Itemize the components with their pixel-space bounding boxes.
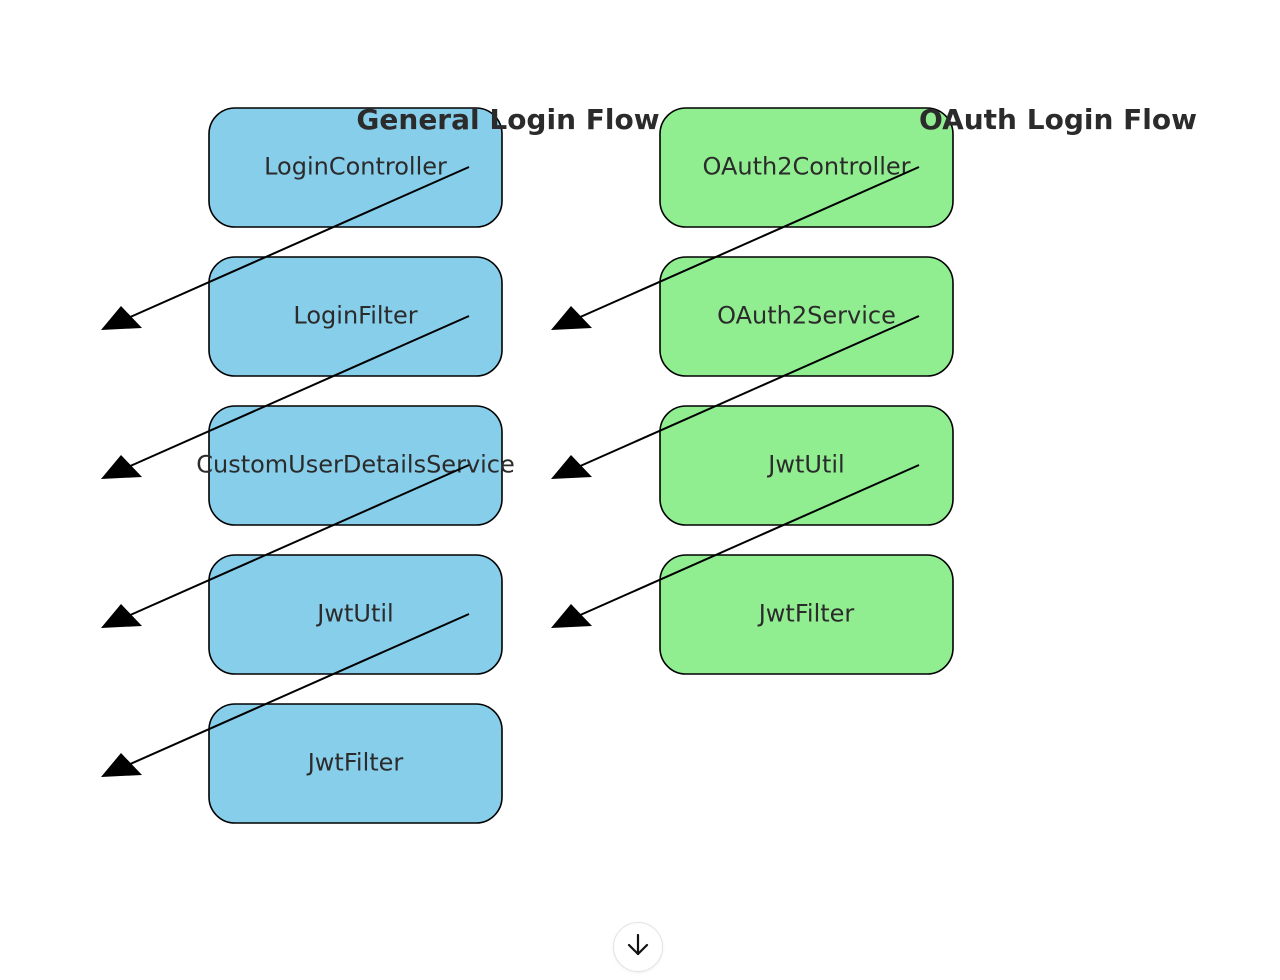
general-node-label: LoginController: [264, 153, 447, 181]
oauth-node-box: [659, 405, 954, 526]
general-node-label: CustomUserDetailsService: [196, 451, 515, 479]
oauth-arrows: [551, 166, 920, 628]
general-node-label: LoginFilter: [293, 302, 417, 330]
general-node-box: [208, 107, 503, 228]
flow-arrow: [101, 315, 470, 479]
oauth-node-label: JwtUtil: [766, 451, 844, 479]
general-flow-group: LoginController LoginFilter CustomUserDe…: [196, 107, 515, 824]
flow-arrow: [101, 613, 470, 777]
flow-arrow: [101, 166, 470, 330]
general-arrows: [101, 166, 470, 777]
oauth-flow-title: OAuth Login Flow: [919, 103, 1197, 136]
general-node-box: [208, 703, 503, 824]
scroll-down-button[interactable]: [613, 922, 663, 972]
oauth-node-box: [659, 107, 954, 228]
general-flow-title: General Login Flow: [356, 103, 659, 136]
oauth-node-box: [659, 554, 954, 675]
oauth-flow-group: OAuth2Controller OAuth2Service JwtUtil J…: [659, 107, 954, 675]
flow-arrow: [551, 166, 920, 330]
flow-arrow: [551, 315, 920, 479]
oauth-node-label: JwtFilter: [757, 600, 855, 628]
general-node-box: [208, 405, 503, 526]
oauth-node-box: [659, 256, 954, 377]
general-node-box: [208, 256, 503, 377]
flow-arrow: [101, 464, 470, 628]
oauth-node-label: OAuth2Controller: [702, 153, 910, 181]
flow-arrow: [551, 464, 920, 628]
general-node-label: JwtFilter: [306, 749, 404, 777]
general-node-box: [208, 554, 503, 675]
general-node-label: JwtUtil: [315, 600, 393, 628]
oauth-node-label: OAuth2Service: [717, 302, 896, 330]
arrow-down-icon: [625, 932, 651, 962]
